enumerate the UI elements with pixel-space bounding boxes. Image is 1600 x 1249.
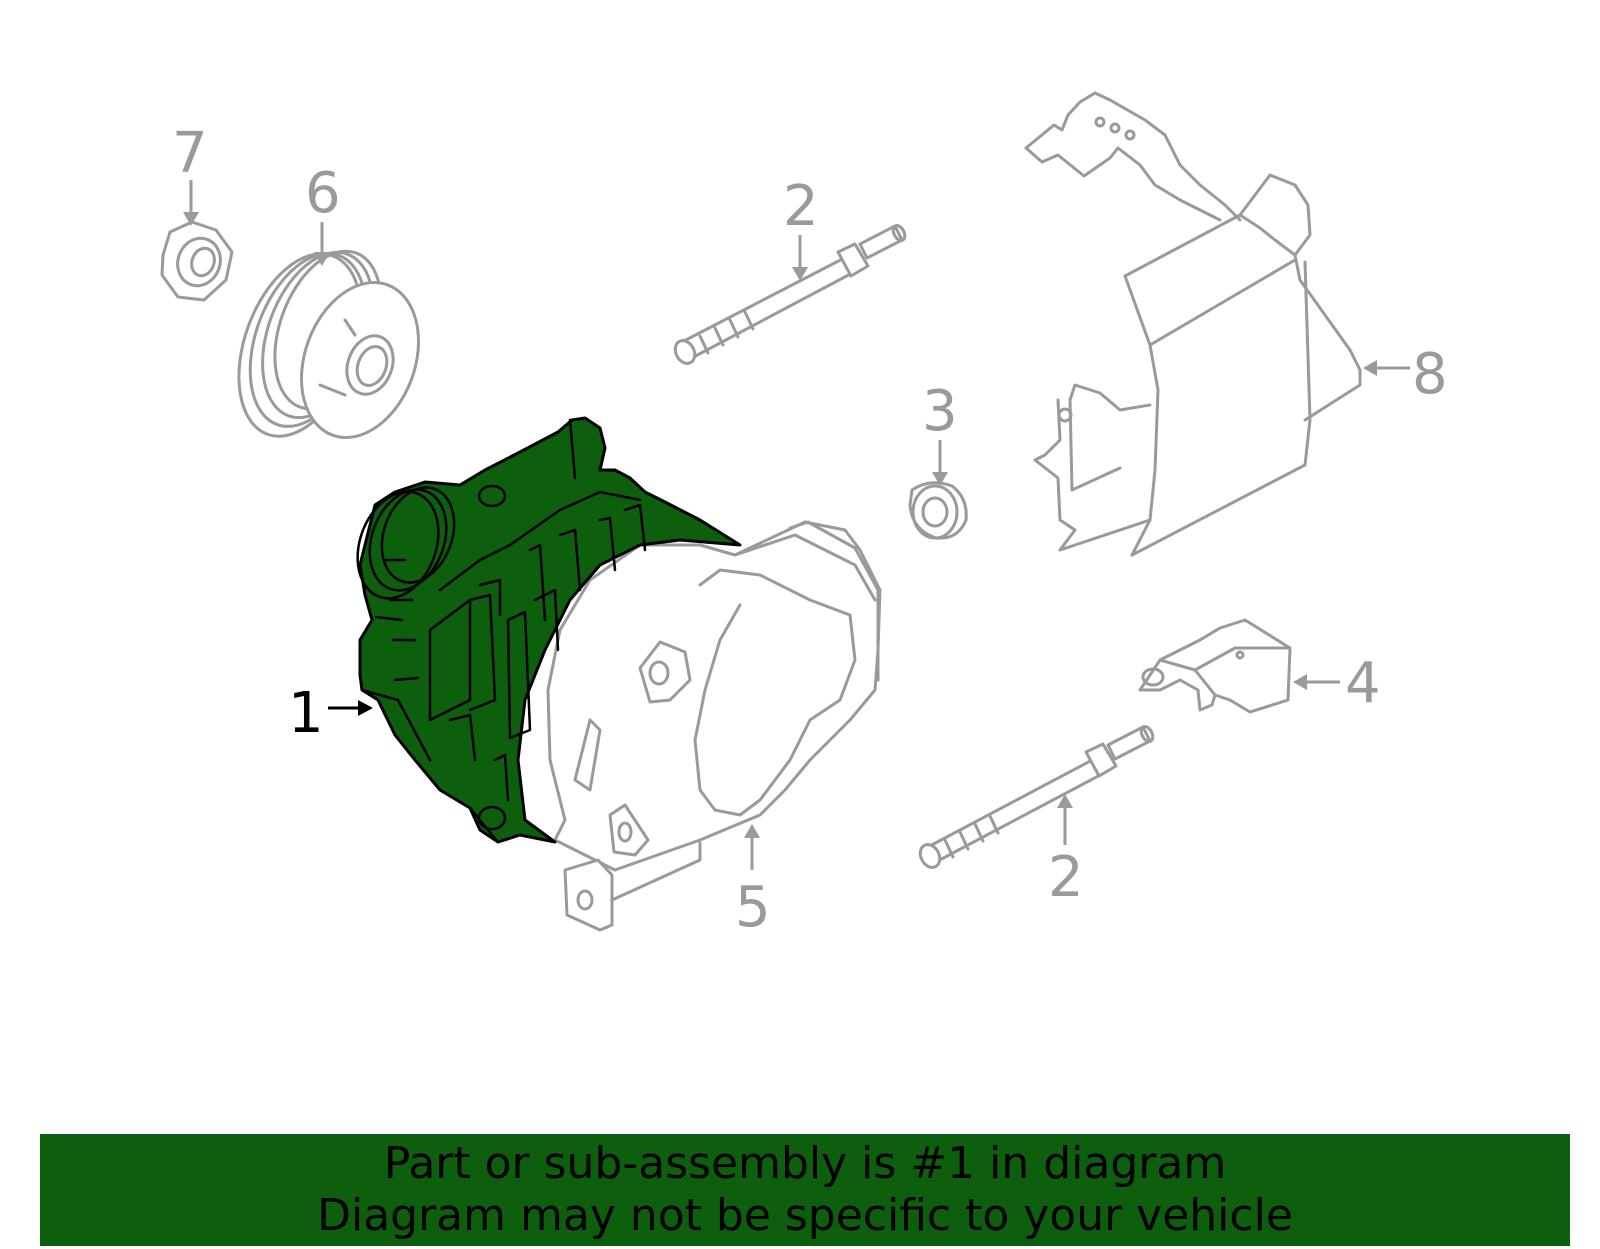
svg-text:4: 4 (1345, 651, 1381, 716)
callout-4[interactable]: 4 (1293, 651, 1381, 716)
banner-line-1: Part or sub-assembly is #1 in diagram (383, 1138, 1227, 1189)
callout-1[interactable]: 1 (288, 681, 373, 746)
svg-text:1: 1 (288, 681, 324, 746)
svg-text:2: 2 (783, 174, 819, 239)
part-4-bracket[interactable] (1138, 618, 1292, 714)
part-5-housing[interactable] (546, 520, 882, 932)
callout-2-lower[interactable]: 2 (1048, 794, 1084, 910)
svg-text:5: 5 (735, 875, 771, 940)
callout-3[interactable]: 3 (922, 379, 958, 486)
part-3-bushing[interactable] (908, 481, 968, 540)
callout-6[interactable]: 6 (305, 161, 341, 266)
info-banner: Part or sub-assembly is #1 in diagram Di… (40, 1134, 1570, 1246)
banner-line-2: Diagram may not be specific to your vehi… (317, 1190, 1293, 1241)
part-8-cover[interactable] (1024, 91, 1362, 557)
svg-text:8: 8 (1412, 342, 1448, 407)
part-6-pulley[interactable] (216, 237, 439, 454)
svg-text:2: 2 (1048, 845, 1084, 910)
callout-2-upper[interactable]: 2 (783, 174, 819, 281)
svg-text:7: 7 (172, 121, 208, 186)
part-7-nut[interactable] (160, 220, 234, 302)
part-2-stud-upper[interactable] (671, 224, 907, 367)
callout-5[interactable]: 5 (735, 824, 771, 940)
svg-text:6: 6 (305, 161, 341, 226)
part-2-stud-lower[interactable] (916, 725, 1155, 871)
part-1-alternator[interactable] (343, 416, 742, 844)
svg-text:3: 3 (922, 379, 958, 444)
callout-8[interactable]: 8 (1363, 342, 1448, 407)
callout-7[interactable]: 7 (172, 121, 208, 226)
